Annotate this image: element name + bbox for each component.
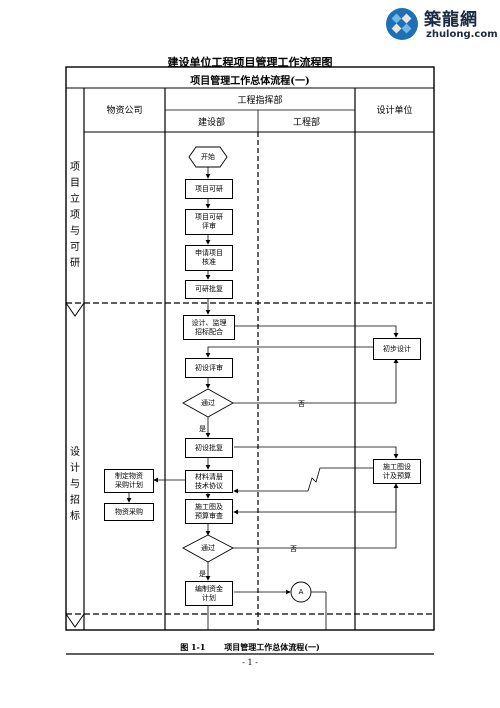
node-construction-design: 施工图设 计及预算 <box>373 459 421 484</box>
logo-chinese-text: 築龍網 <box>424 10 478 30</box>
column-engineering-header: 工程部 <box>292 118 320 128</box>
node-feasibility-approval: 可研批复 <box>185 280 233 299</box>
document-title: 建设单位工程项目管理工作流程图 <box>167 56 333 69</box>
no-label-2: 否 <box>290 545 297 553</box>
logo-emblem-icon <box>386 8 418 40</box>
decision-shape-1 <box>182 388 234 418</box>
decision-label-1: 通过 <box>201 398 215 407</box>
yes-label-1: 是 <box>199 425 206 433</box>
start-label: 开始 <box>201 152 215 161</box>
node-feasibility: 项目可研 <box>185 179 233 199</box>
start-shape <box>188 146 228 168</box>
table-title: 项目管理工作总体流程(一) <box>190 76 310 87</box>
node-prelim-approval: 初设批复 <box>185 438 233 458</box>
phase-label-1: 项目立项与可研 <box>70 162 80 269</box>
node-bidding: 设计、监理 招标配合 <box>183 315 235 340</box>
decision-shape-2 <box>182 534 234 563</box>
column-command-header: 工程指挥部 <box>237 96 283 106</box>
column-design-header: 设计单位 <box>376 106 413 116</box>
node-material-list: 材料清册 技术协议 <box>185 470 233 493</box>
logo: 築龍網 zhulong.com <box>384 4 498 44</box>
node-purchase-plan: 制定物资 采购计划 <box>104 469 154 493</box>
node-drawing-review: 施工图及 预算审查 <box>185 499 233 524</box>
phase-label-2: 设计与招标 <box>70 447 80 522</box>
page-number: - 1 - <box>242 658 258 667</box>
figure-number: 图 1-1 <box>180 642 206 652</box>
node-prelim-review: 初设评审 <box>185 358 233 378</box>
node-purchase: 物资采购 <box>104 503 154 521</box>
node-prelim-design: 初步设计 <box>373 338 421 360</box>
column-construction-header: 建设部 <box>197 118 225 128</box>
connector-a-label: A <box>298 587 304 596</box>
figure-caption-text: 项目管理工作总体流程(一) <box>224 642 320 652</box>
connector-circle <box>290 581 312 603</box>
figure-caption: 图 1-1 项目管理工作总体流程(一) <box>0 642 500 653</box>
decision-label-2: 通过 <box>201 543 215 552</box>
node-feasibility-review: 项目可研 评审 <box>185 209 233 235</box>
logo-url-text: zhulong.com <box>426 29 498 40</box>
node-apply-approval: 申请项目 核准 <box>185 245 233 271</box>
column-materials-header: 物资公司 <box>106 106 143 116</box>
no-label-1: 否 <box>298 400 305 408</box>
node-fund-plan: 编制资金 计划 <box>185 581 233 606</box>
yes-label-2: 是 <box>199 570 206 578</box>
